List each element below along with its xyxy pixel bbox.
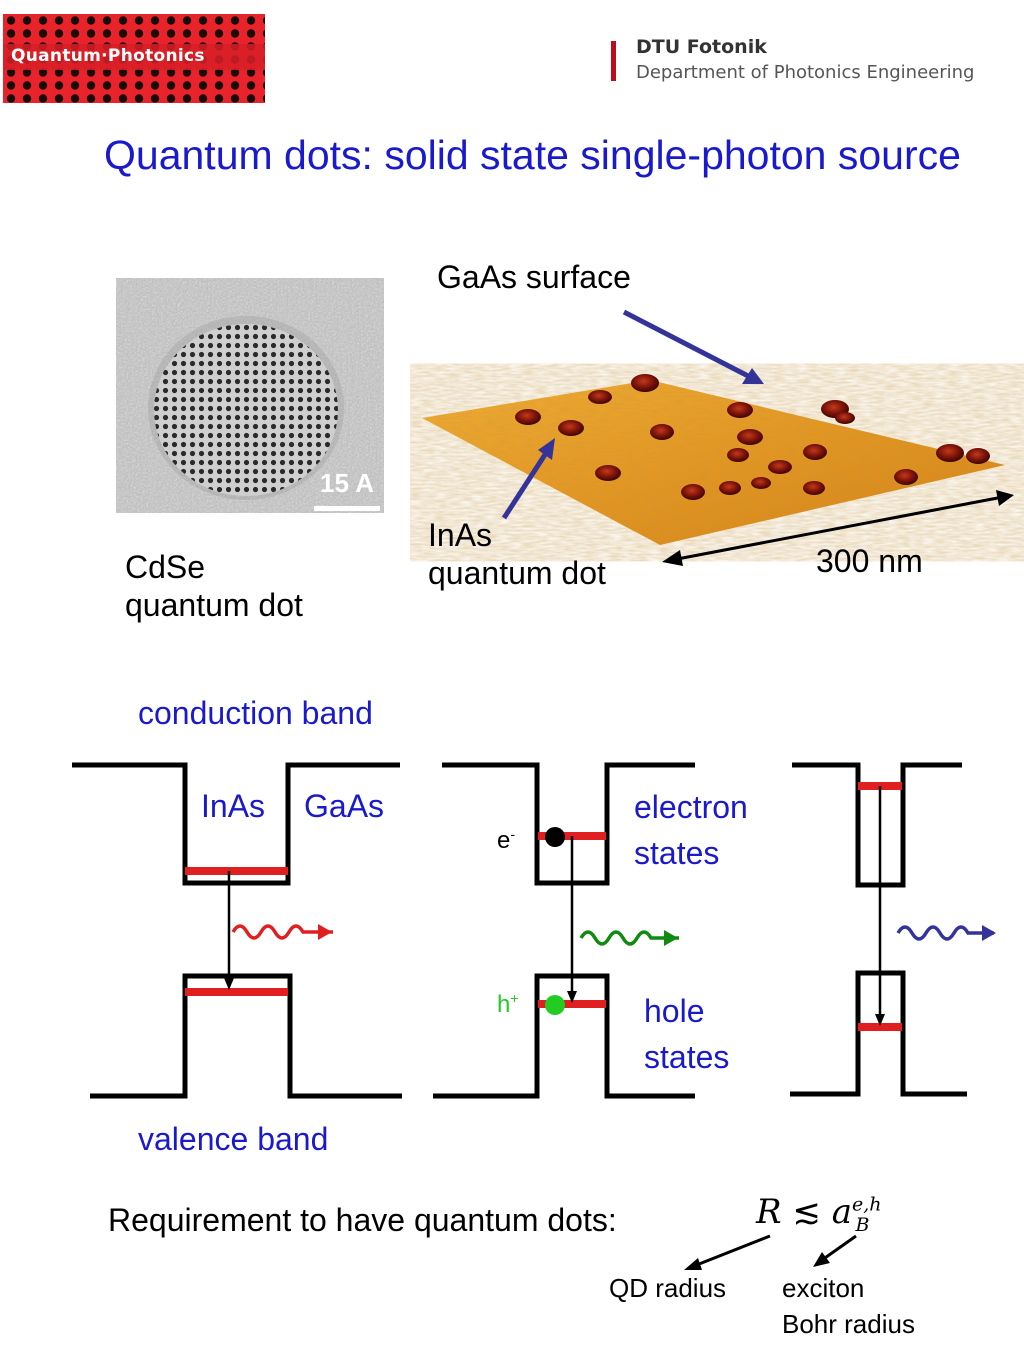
- afm-quantum-dots: [515, 374, 990, 500]
- inas-dot-label-line2: quantum dot: [428, 555, 606, 591]
- afm-scale-label: 300 nm: [816, 543, 923, 579]
- tem-scale-label: 15 A: [320, 468, 374, 498]
- hole-dot: [545, 995, 565, 1015]
- electron-states-label: electron states: [634, 789, 748, 871]
- logo-text: Quantum·Photonics: [11, 46, 205, 66]
- requirement-formula: R ≲ ae,hB: [756, 1192, 882, 1236]
- hole-states-label: hole states: [644, 993, 730, 1075]
- inas-dot-label-line1: InAs: [428, 517, 493, 553]
- cdse-label-line2: quantum dot: [125, 587, 303, 623]
- exciton-radius-label: exciton Bohr radius: [782, 1273, 915, 1339]
- quantum-photonics-logo: Quantum·Photonics: [3, 14, 265, 103]
- afm-surface-image: [422, 309, 1014, 566]
- conduction-band-label: conduction band: [138, 695, 373, 731]
- photon-blue-icon: [896, 925, 994, 941]
- qd-radius-label: QD radius: [609, 1273, 727, 1303]
- org-name: DTU Fotonik: [636, 36, 767, 58]
- electron-label: e-: [497, 826, 516, 854]
- electron-dot: [545, 827, 565, 847]
- valence-band-label: valence band: [138, 1121, 329, 1157]
- logo-dot-pattern: [3, 14, 265, 103]
- gaas-surface-label: GaAs surface: [437, 259, 631, 295]
- formula-arrows: [684, 1234, 857, 1270]
- photon-green-icon: [579, 930, 679, 946]
- hole-label: h+: [497, 990, 519, 1018]
- slide-title: Quantum dots: solid state single-photon …: [104, 132, 961, 178]
- dtu-accent-bar: [611, 41, 616, 81]
- cdse-tem-image: 15 A: [116, 278, 384, 513]
- diagram3-valence-edge: [790, 970, 967, 1097]
- org-department: Department of Photonics Engineering: [636, 62, 975, 83]
- diagram1-conduction-edge: [72, 762, 400, 886]
- photon-red-icon: [231, 924, 333, 940]
- band-diagrams: [72, 762, 996, 1099]
- inas-material-label: InAs: [201, 788, 266, 824]
- cdse-label-line1: CdSe: [125, 549, 206, 585]
- gaas-material-label: GaAs: [304, 788, 385, 824]
- cdse-label: CdSe quantum dot: [125, 548, 303, 624]
- inas-dot-label: InAs quantum dot: [428, 516, 606, 592]
- diagram1-valence-edge: [90, 973, 402, 1099]
- requirement-text: Requirement to have quantum dots:: [108, 1202, 617, 1238]
